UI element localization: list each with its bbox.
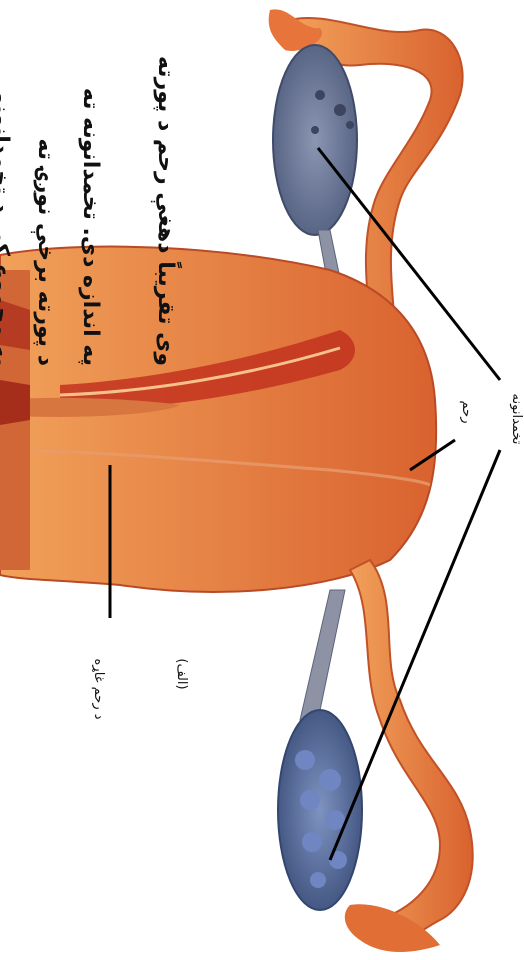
bottom-fallopian-tube (345, 560, 473, 952)
paragraph-line-1: وی تقریباً دهغې رحم د پورته (152, 6, 178, 366)
label-uterus: رحم (456, 392, 474, 432)
uterus-body (0, 247, 436, 592)
label-uterine-wall: د رحم غاړه (88, 654, 106, 724)
bottom-ovarian-ligament (300, 590, 345, 720)
label-figure-tag: (الف) (171, 654, 189, 694)
top-ovary (273, 45, 357, 235)
paragraph-line-3: د پورته برخې نوږۍ ته (32, 6, 58, 366)
paragraph-line-2: په اندازه دی. تخمدانونه ته (77, 6, 103, 366)
label-ovary: تخمدانونه (506, 374, 524, 464)
paragraph-line-4: په مجموع کې د تخمدانونو (0, 6, 13, 366)
